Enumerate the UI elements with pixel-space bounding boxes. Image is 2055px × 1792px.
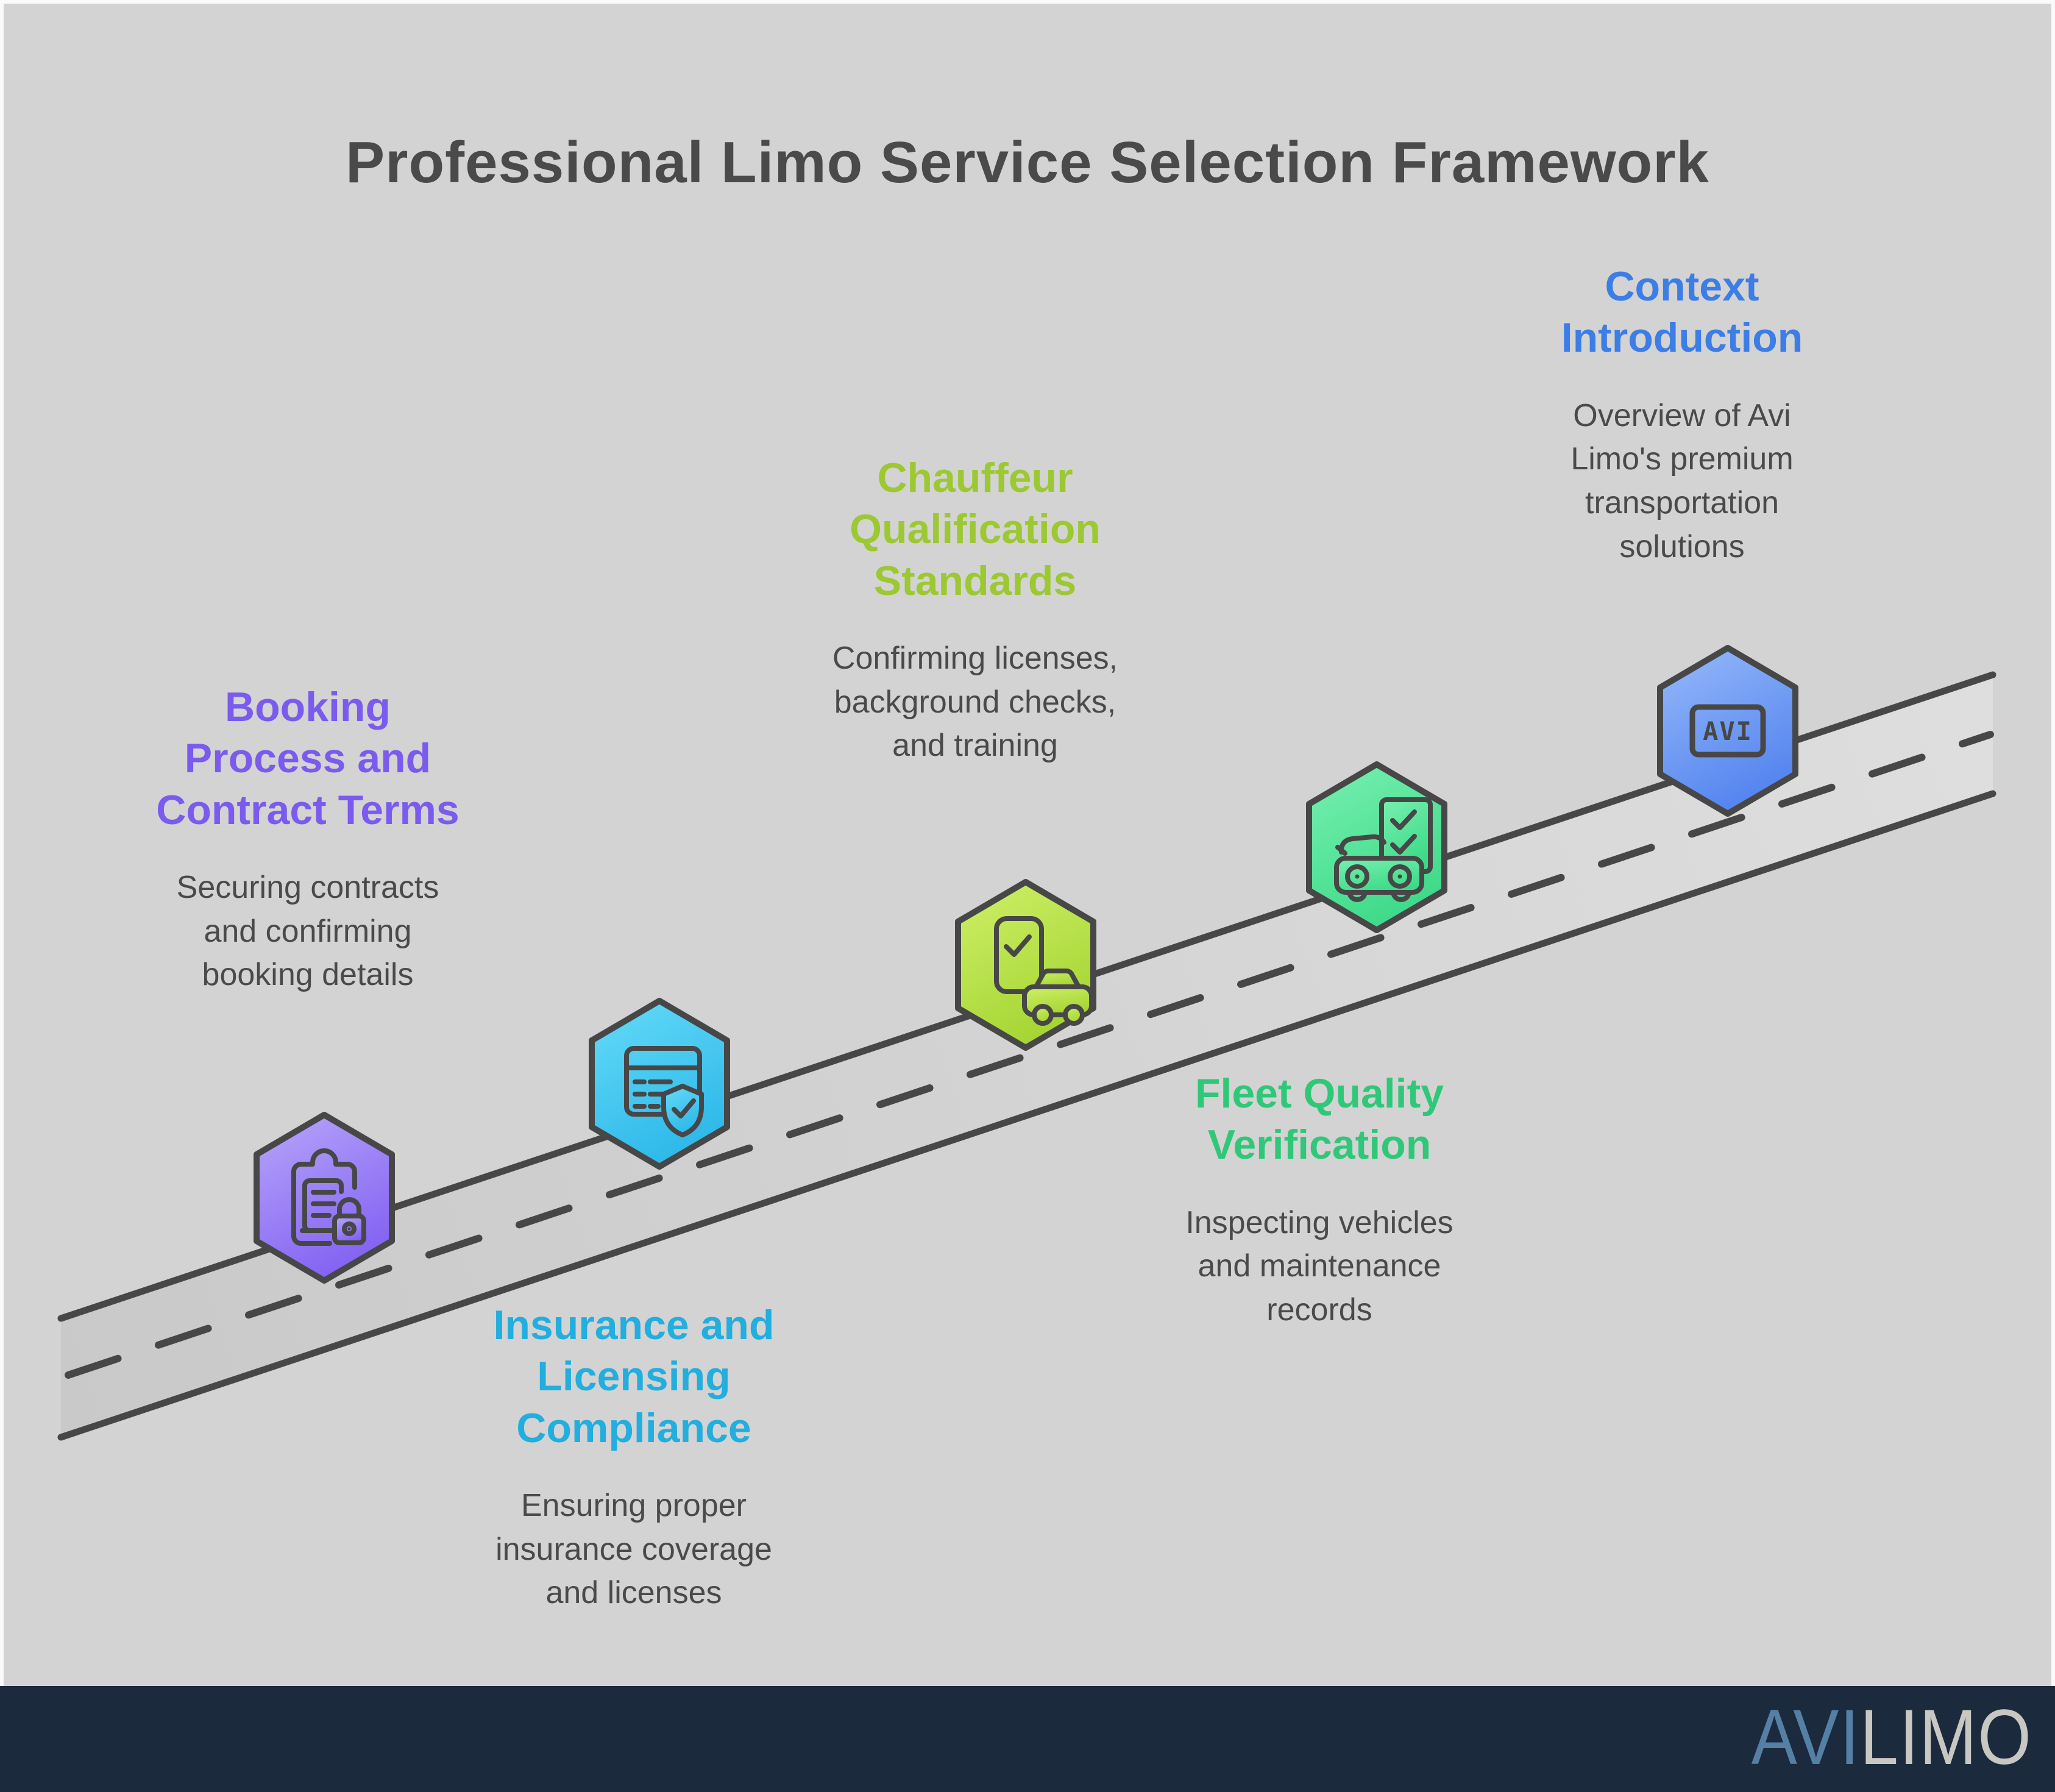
milestone-text-chauffeur: Chauffeur Qualification Standards Confir…: [725, 452, 1225, 768]
milestone-description: Securing contracts and confirming bookin…: [176, 869, 439, 993]
right-border: [2051, 0, 2055, 1686]
calendar-shield-icon: [624, 1046, 704, 1137]
milestone-description: Confirming licenses, background checks, …: [832, 640, 1118, 764]
avi-badge-icon: AVI: [1689, 704, 1766, 758]
milestone-hexagon-fleet: [1306, 761, 1447, 933]
top-border: [0, 0, 2055, 4]
milestone-hexagon-booking: [254, 1112, 395, 1284]
logo-text-avi: AVI: [1752, 1705, 1860, 1772]
road-bottom-edge: [57, 790, 1996, 1441]
license-check-car-icon: [994, 916, 1094, 1026]
avi-badge-label: AVI: [1703, 716, 1753, 746]
milestone-heading: Booking Process and Contract Terms: [156, 684, 460, 833]
logo-text-limo: LIMO: [1860, 1705, 2032, 1772]
milestone-text-insurance: Insurance and Licensing Compliance Ensur…: [384, 1300, 884, 1615]
milestone-heading: Fleet Quality Verification: [1194, 1070, 1444, 1168]
milestone-heading: Insurance and Licensing Compliance: [493, 1302, 775, 1451]
milestone-heading: Context Introduction: [1561, 263, 1803, 361]
milestone-text-context: Context Introduction Overview of Avi Lim…: [1432, 261, 1932, 569]
milestone-hexagon-insurance: [589, 998, 730, 1170]
svg-text:AVILIMO: AVILIMO: [1752, 1705, 2032, 1772]
road-center-dashed-line: [65, 731, 1994, 1379]
road-surface: [61, 675, 1993, 1437]
milestone-hexagon-chauffeur: [955, 879, 1096, 1051]
milestone-text-booking: Booking Process and Contract Terms Secur…: [58, 681, 558, 997]
milestone-heading: Chauffeur Qualification Standards: [850, 455, 1101, 604]
clipboard-lock-icon: [291, 1148, 366, 1246]
footer-bar: AVILIMO: [0, 1686, 2055, 1792]
milestone-hexagon-context: AVI: [1657, 645, 1798, 817]
left-border: [0, 0, 4, 1686]
milestone-text-fleet: Fleet Quality Verification Inspecting ve…: [1070, 1068, 1569, 1332]
avilimo-logo: AVILIMO: [1752, 1705, 2032, 1772]
milestone-description: Overview of Avi Limo's premium transport…: [1571, 397, 1794, 564]
vehicle-checklist-icon: [1334, 797, 1433, 902]
milestone-description: Ensuring proper insurance coverage and l…: [495, 1487, 772, 1611]
page-title: Professional Limo Service Selection Fram…: [346, 130, 1709, 195]
milestone-description: Inspecting vehicles and maintenance reco…: [1185, 1204, 1453, 1328]
